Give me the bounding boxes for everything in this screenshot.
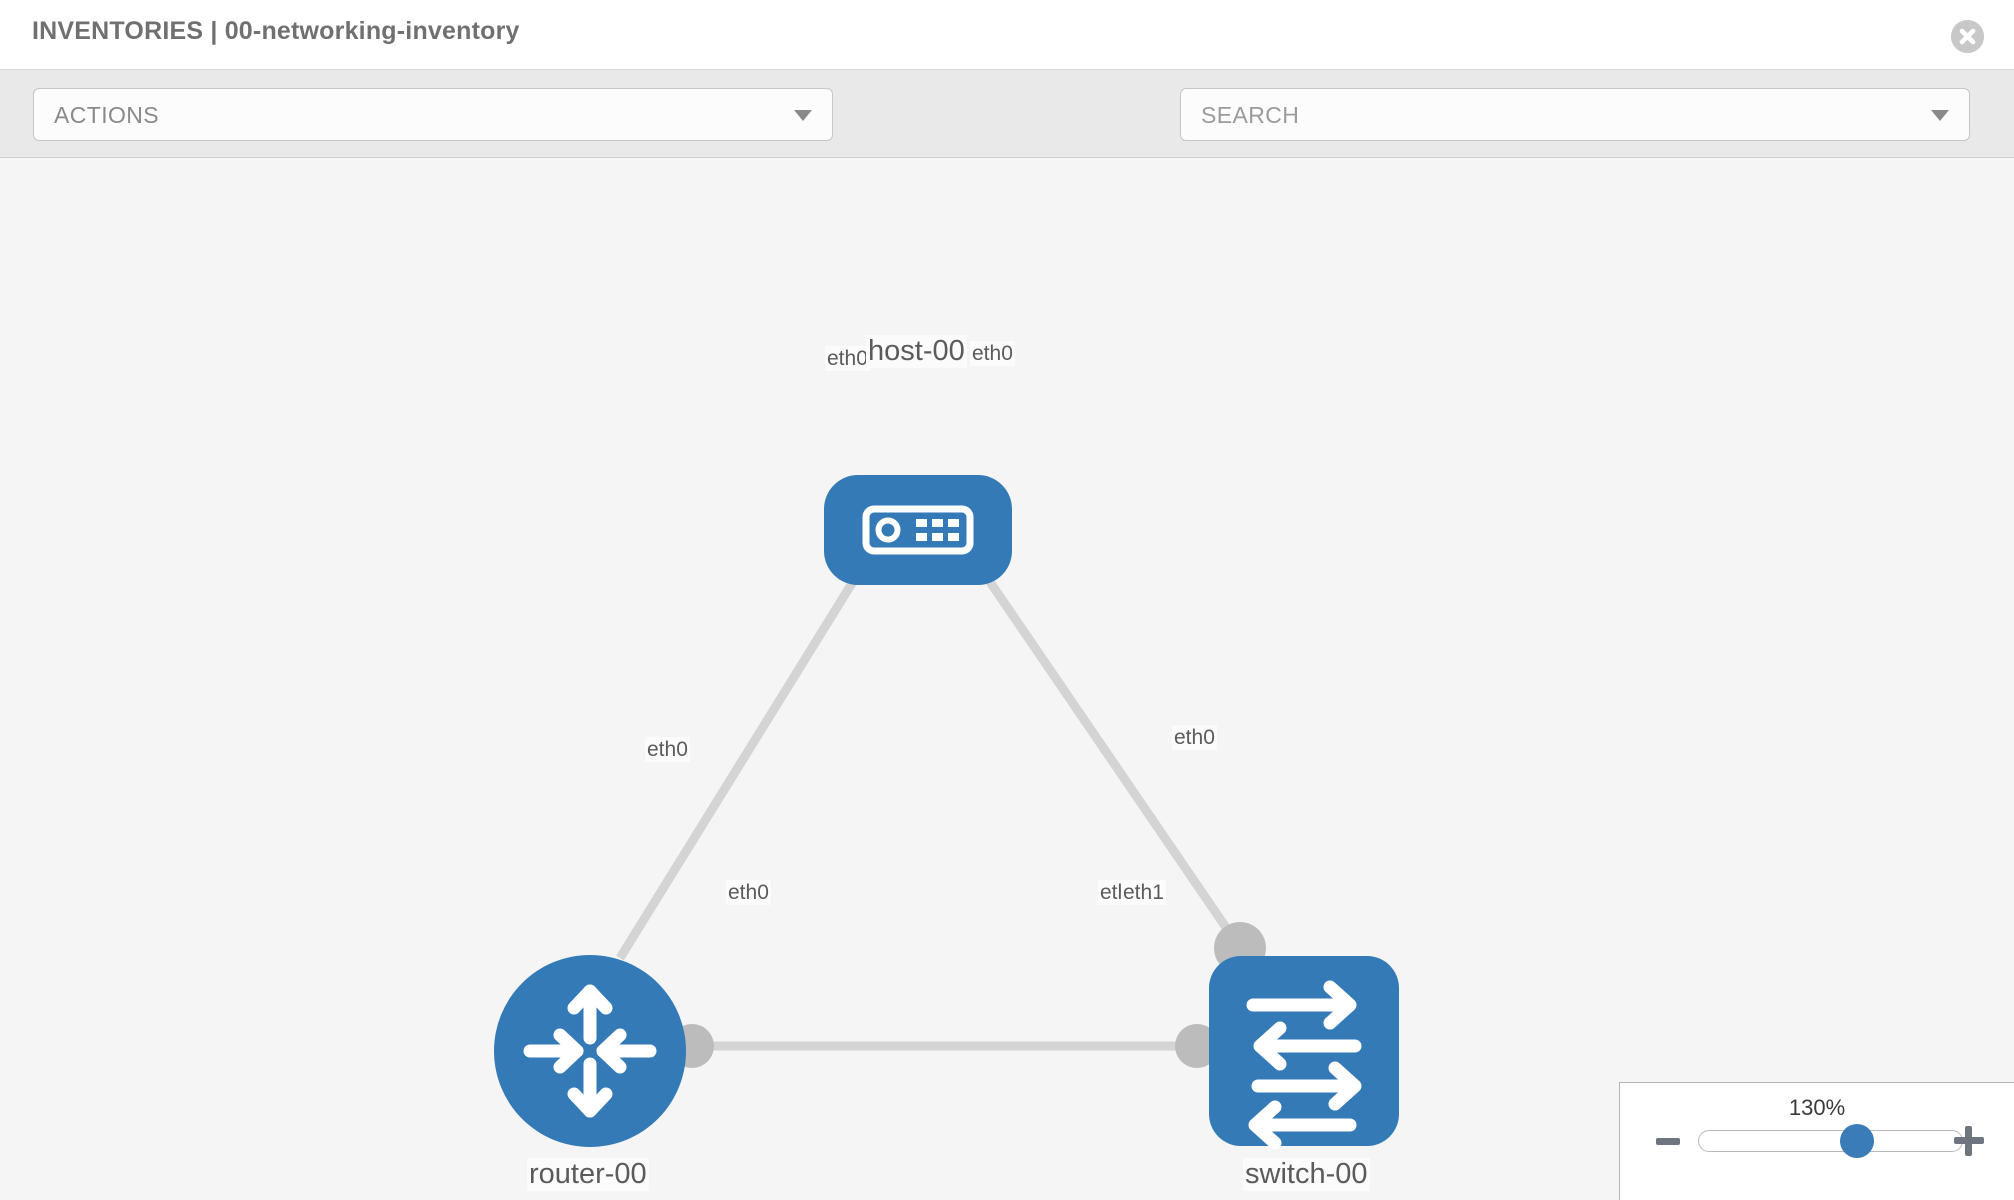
zoom-slider[interactable] (1698, 1124, 1963, 1158)
endpoint-knob[interactable] (1175, 1024, 1219, 1068)
zoom-control-panel: 130% (1619, 1082, 2014, 1200)
zoom-in-button[interactable] (1954, 1126, 1984, 1156)
server-icon (862, 505, 974, 555)
search-placeholder: SEARCH (1201, 102, 1300, 128)
chevron-down-icon (794, 110, 812, 121)
iface-label-router00-eth0: eth0 (726, 880, 771, 905)
iface-label-switch00-eth0-uplink: eth0 (1172, 725, 1217, 750)
topology-canvas[interactable]: eth0 eth0 eth0 eth0 eth0 eth0 eth1 host-… (0, 158, 2014, 1200)
iface-label-switch00-eth1: eth1 (1121, 880, 1166, 905)
node-router-00[interactable] (494, 955, 686, 1147)
node-label-router-00: router-00 (527, 1158, 649, 1191)
close-icon[interactable] (1951, 20, 1984, 53)
page-header: INVENTORIES | 00-networking-inventory (0, 0, 2014, 70)
zoom-out-button[interactable] (1656, 1138, 1680, 1145)
zoom-slider-handle[interactable] (1839, 1124, 1874, 1158)
actions-dropdown-label: ACTIONS (54, 102, 160, 128)
page-title: INVENTORIES | 00-networking-inventory (32, 17, 520, 45)
switch-arrows-icon (1246, 980, 1362, 1150)
iface-label-host00-eth0-right: eth0 (970, 341, 1015, 366)
node-label-host-00: host-00 (866, 335, 967, 368)
toolbar: ACTIONS SEARCH (0, 70, 2014, 200)
iface-label-router00-eth0-uplink: eth0 (645, 737, 690, 762)
link-host00-switch00[interactable] (956, 535, 1244, 951)
chevron-down-icon[interactable] (1931, 110, 1949, 121)
iface-label-host00-eth0-left: eth0 (825, 346, 870, 371)
actions-dropdown[interactable]: ACTIONS (33, 88, 833, 141)
node-host-00[interactable] (824, 475, 1012, 585)
topology-graph (494, 475, 1399, 1150)
topology-links (616, 535, 1244, 1051)
link-endpoints (670, 514, 1266, 1068)
link-host00-router00[interactable] (616, 535, 884, 961)
search-input[interactable]: SEARCH (1180, 88, 1970, 141)
node-label-switch-00: switch-00 (1243, 1158, 1370, 1191)
node-switch-00[interactable] (1209, 956, 1399, 1150)
router-arrows-icon (523, 984, 657, 1118)
zoom-level-label: 130% (1788, 1095, 1846, 1120)
